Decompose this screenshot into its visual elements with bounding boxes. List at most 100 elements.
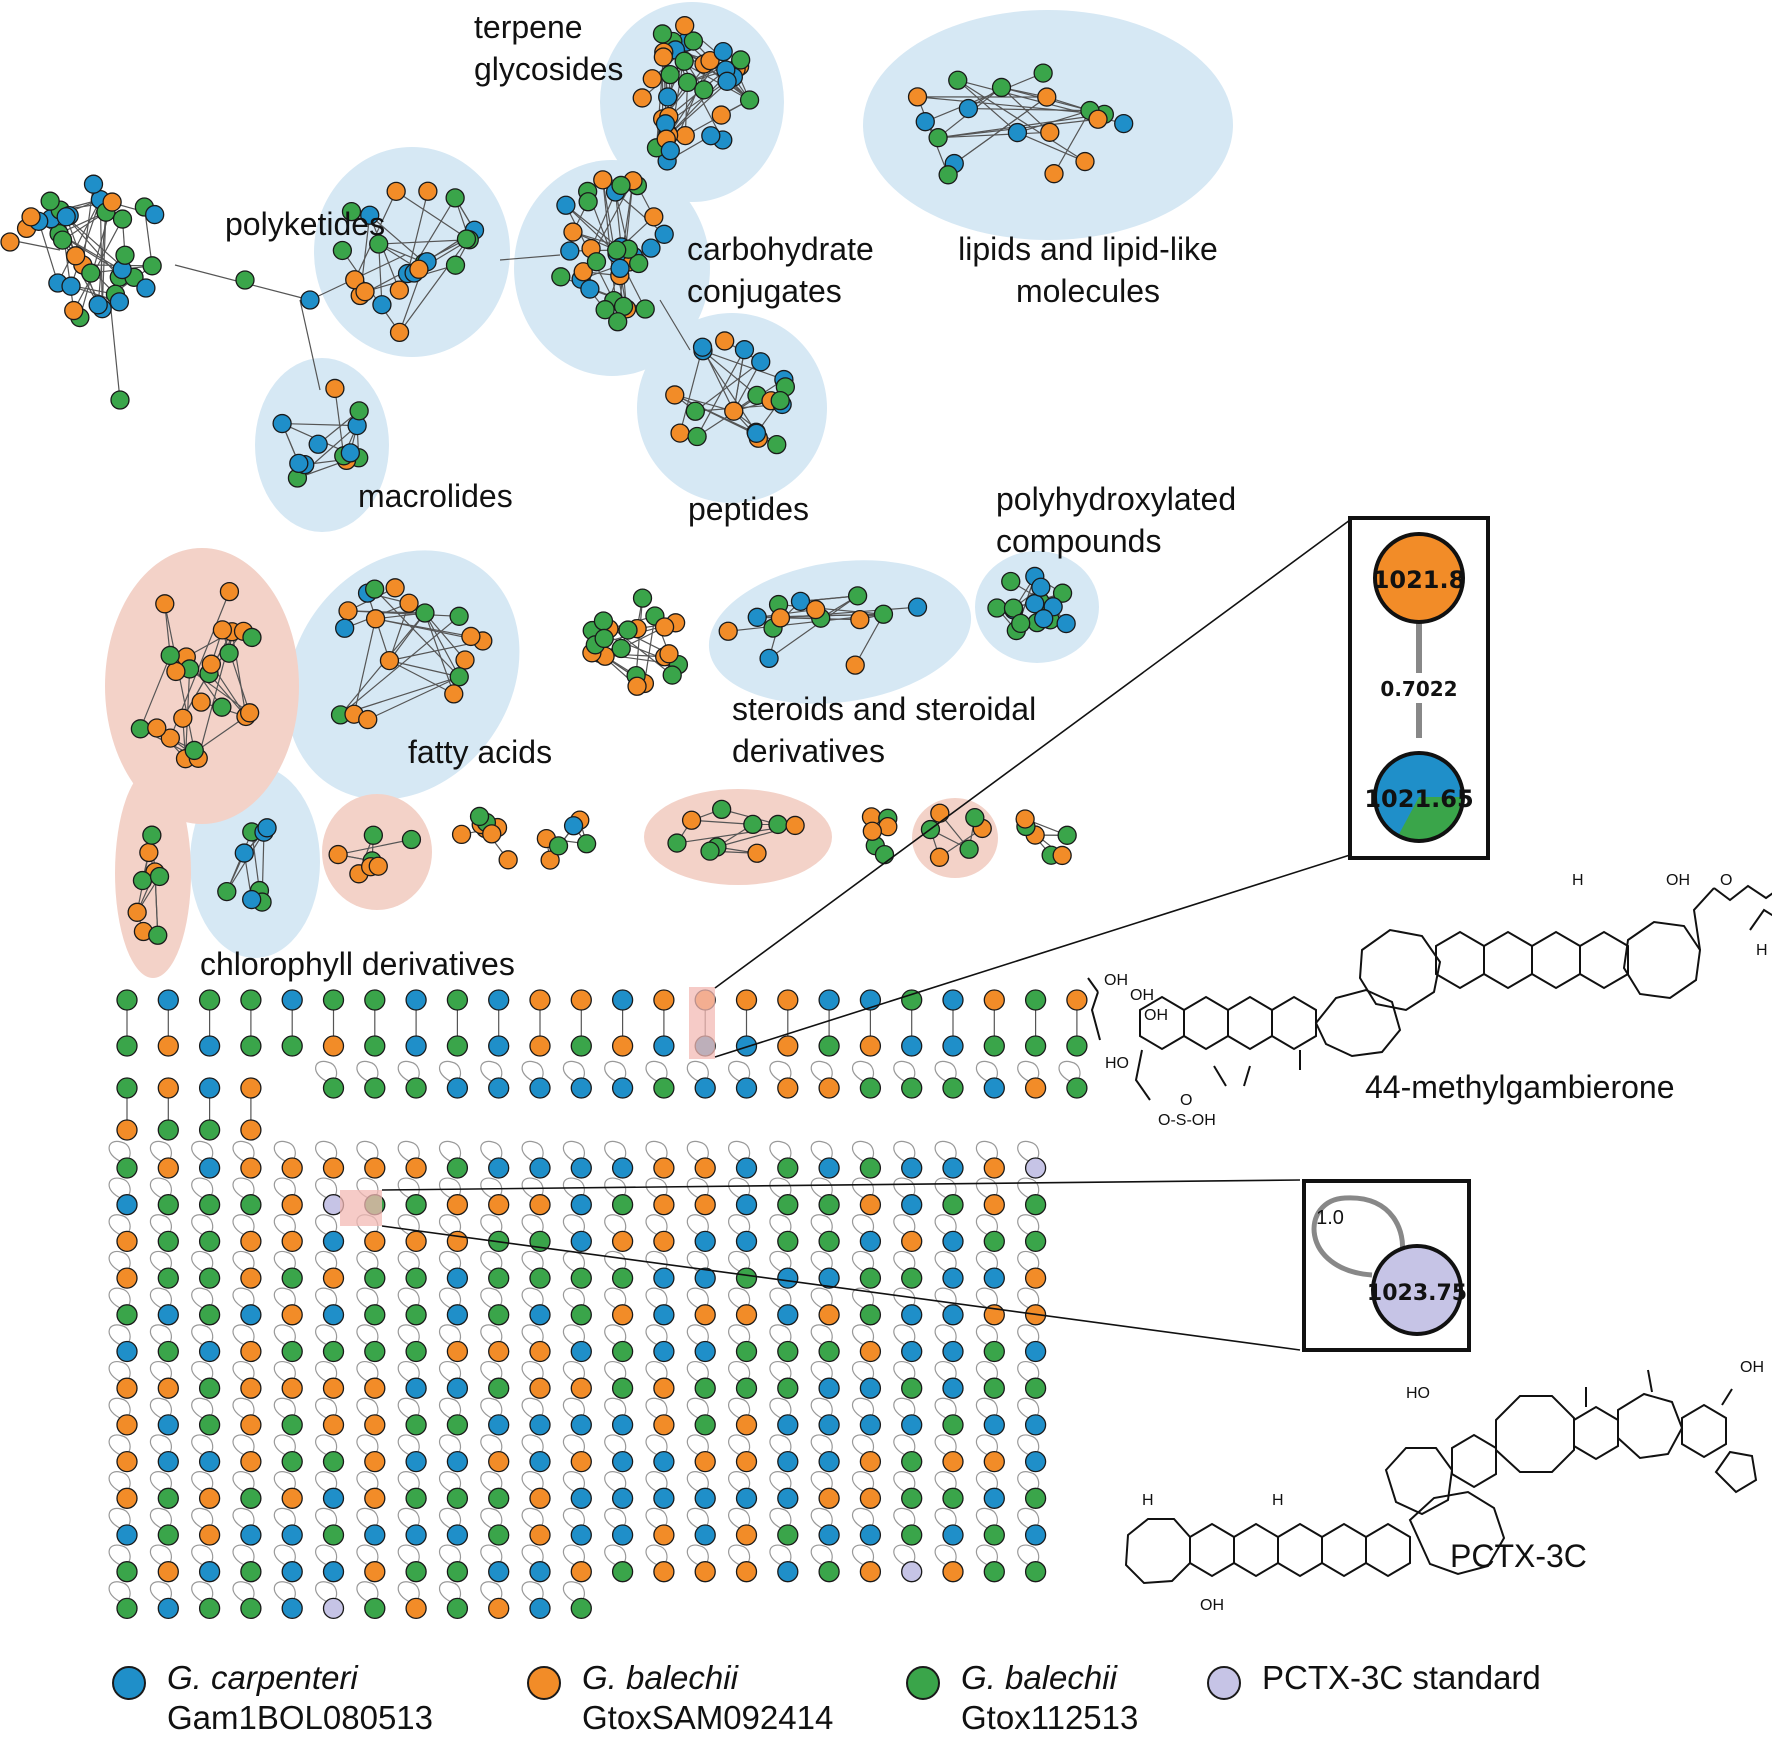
- singleton-node: [200, 1342, 220, 1362]
- singleton-node: [943, 1378, 963, 1398]
- network-node: [748, 844, 766, 862]
- network-node: [655, 225, 673, 243]
- network-node: [564, 223, 582, 241]
- network-node: [660, 645, 678, 663]
- singleton-node: [819, 1525, 839, 1545]
- network-node: [939, 166, 957, 184]
- singleton-node: [530, 1158, 550, 1178]
- pair-node: [778, 1036, 798, 1056]
- singleton-node: [324, 1305, 344, 1325]
- network-node: [1012, 614, 1030, 632]
- singleton-node: [200, 1452, 220, 1472]
- network-node: [581, 280, 599, 298]
- singleton-node: [447, 1342, 467, 1362]
- zoom-box-loop: 1.0 1023.75: [1304, 1181, 1469, 1350]
- singleton-node: [902, 1231, 922, 1251]
- network-node: [1058, 826, 1076, 844]
- network-node: [752, 353, 770, 371]
- singleton-node: [365, 1378, 385, 1398]
- pair-node: [489, 990, 509, 1010]
- singleton-node: [282, 1305, 302, 1325]
- pair-node: [447, 990, 467, 1010]
- singleton-node: [530, 1342, 550, 1362]
- singleton-node: [860, 1378, 880, 1398]
- pair-node: [200, 990, 220, 1010]
- singleton-node: [613, 1195, 633, 1215]
- pair-node: [158, 990, 178, 1010]
- singleton-node: [158, 1305, 178, 1325]
- network-node: [192, 693, 210, 711]
- network-node: [1008, 124, 1026, 142]
- network-node: [258, 819, 276, 837]
- network-node: [149, 926, 167, 944]
- svg-text:HO: HO: [1406, 1385, 1430, 1402]
- singleton-node: [365, 1488, 385, 1508]
- singleton-node: [613, 1378, 633, 1398]
- network-edge: [110, 300, 120, 400]
- singleton-node: [530, 1525, 550, 1545]
- singleton-node: [1026, 1378, 1046, 1398]
- pair-node: [489, 1036, 509, 1056]
- network-node: [718, 72, 736, 90]
- singleton-node: [282, 1195, 302, 1215]
- svg-text:OH: OH: [1130, 987, 1154, 1004]
- network-node: [356, 283, 374, 301]
- singleton-node: [654, 1525, 674, 1545]
- singleton-node: [365, 1452, 385, 1472]
- network-node: [579, 193, 597, 211]
- singleton-node: [695, 1488, 715, 1508]
- network-node: [341, 444, 359, 462]
- singleton-node: [241, 1268, 261, 1288]
- pair-node: [1067, 990, 1087, 1010]
- singleton-node: [365, 1268, 385, 1288]
- network-node: [499, 851, 517, 869]
- singleton-node: [324, 1488, 344, 1508]
- singleton-node: [860, 1195, 880, 1215]
- singleton-node: [860, 1342, 880, 1362]
- singleton-node: [695, 1378, 715, 1398]
- singleton-node: [613, 1305, 633, 1325]
- singleton-node: [943, 1562, 963, 1582]
- network-node: [146, 206, 164, 224]
- singleton-node: [1067, 1078, 1087, 1098]
- singleton-node: [117, 1158, 137, 1178]
- singleton-node: [365, 1342, 385, 1362]
- pair-node: [241, 990, 261, 1010]
- singleton-node: [737, 1488, 757, 1508]
- network-node: [416, 604, 434, 622]
- singleton-node: [406, 1562, 426, 1582]
- singleton-node: [902, 1525, 922, 1545]
- network-node: [457, 230, 475, 248]
- singleton-node: [902, 1268, 922, 1288]
- singleton-node: [241, 1415, 261, 1435]
- singleton-node: [1026, 1525, 1046, 1545]
- singleton-node: [365, 1415, 385, 1435]
- singleton-node: [902, 1158, 922, 1178]
- network-node: [643, 70, 661, 88]
- pair-node: [654, 1036, 674, 1056]
- singleton-node: [406, 1231, 426, 1251]
- network-node: [243, 628, 261, 646]
- singleton-node: [695, 1078, 715, 1098]
- singleton-node: [489, 1488, 509, 1508]
- pair-node: [654, 990, 674, 1010]
- network-node: [133, 872, 151, 890]
- network-node: [359, 711, 377, 729]
- singleton-node: [241, 1195, 261, 1215]
- singleton-node: [1026, 1342, 1046, 1362]
- network-node: [874, 605, 892, 623]
- pair-node: [943, 990, 963, 1010]
- singleton-node: [984, 1488, 1004, 1508]
- network-node: [220, 583, 238, 601]
- singleton-node: [530, 1452, 550, 1472]
- network-node: [744, 815, 762, 833]
- network-node: [876, 846, 894, 864]
- singleton-node: [282, 1231, 302, 1251]
- network-node: [1045, 165, 1063, 183]
- svg-text:HO: HO: [1105, 1055, 1129, 1072]
- singleton-node: [778, 1158, 798, 1178]
- pair-node: [241, 1120, 261, 1140]
- pair-node: [530, 990, 550, 1010]
- singleton-node: [117, 1562, 137, 1582]
- pair-node: [571, 1036, 591, 1056]
